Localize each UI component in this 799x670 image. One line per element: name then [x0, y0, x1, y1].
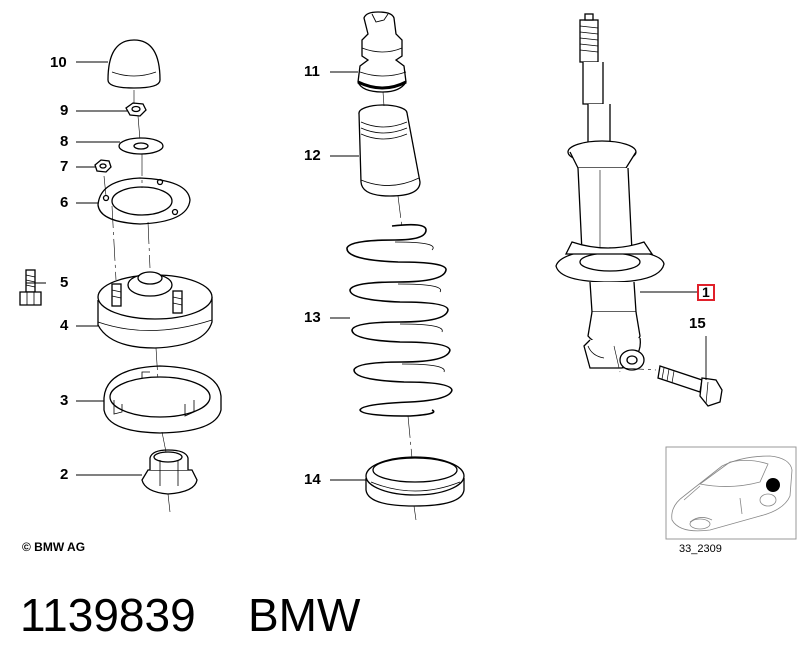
left-center-line [103, 90, 171, 513]
leader-lines [26, 61, 707, 481]
copyright-notice: © BMW AG [22, 540, 86, 554]
callout-2: 2 [60, 466, 69, 483]
part-11-bump-stop [357, 11, 407, 93]
callout-7: 7 [60, 158, 69, 175]
drawing-code: 33_2309 [679, 543, 722, 555]
callout-3: 3 [60, 392, 69, 409]
part-3-ring [103, 365, 222, 434]
part-9-nut [125, 102, 147, 117]
callout-11: 11 [304, 63, 320, 80]
right-center-line [613, 345, 657, 373]
callout-10: 10 [50, 54, 67, 71]
part-8-washer [118, 137, 164, 155]
callout-12: 12 [304, 147, 321, 164]
part-5-bolt [19, 269, 42, 306]
part-2-cup [141, 449, 198, 495]
part-13-coil-spring [346, 223, 453, 417]
callout-6: 6 [60, 194, 69, 211]
part-12-boot [358, 104, 421, 197]
part-1-shock-absorber [555, 13, 665, 371]
part-15-bolt [657, 365, 723, 407]
middle-center-line [382, 91, 417, 521]
callout-13: 13 [304, 309, 321, 326]
callout-14: 14 [304, 471, 321, 488]
callout-15: 15 [689, 315, 706, 332]
callout-4: 4 [60, 317, 69, 334]
callout-9: 9 [60, 102, 69, 119]
part-4-mount [97, 271, 213, 349]
brand-name: BMW [248, 589, 361, 641]
part-14-spring-seat [365, 456, 465, 507]
car-location-thumbnail [665, 446, 797, 540]
part-7-nut [94, 159, 112, 173]
part-10-cap [107, 39, 161, 89]
callout-8: 8 [60, 133, 69, 150]
part-6-plate [97, 177, 191, 225]
callout-5: 5 [60, 274, 69, 291]
part-number: 1139839 [20, 589, 196, 641]
location-marker-icon [766, 478, 780, 492]
callout-1-highlighted: 1 [697, 284, 715, 301]
